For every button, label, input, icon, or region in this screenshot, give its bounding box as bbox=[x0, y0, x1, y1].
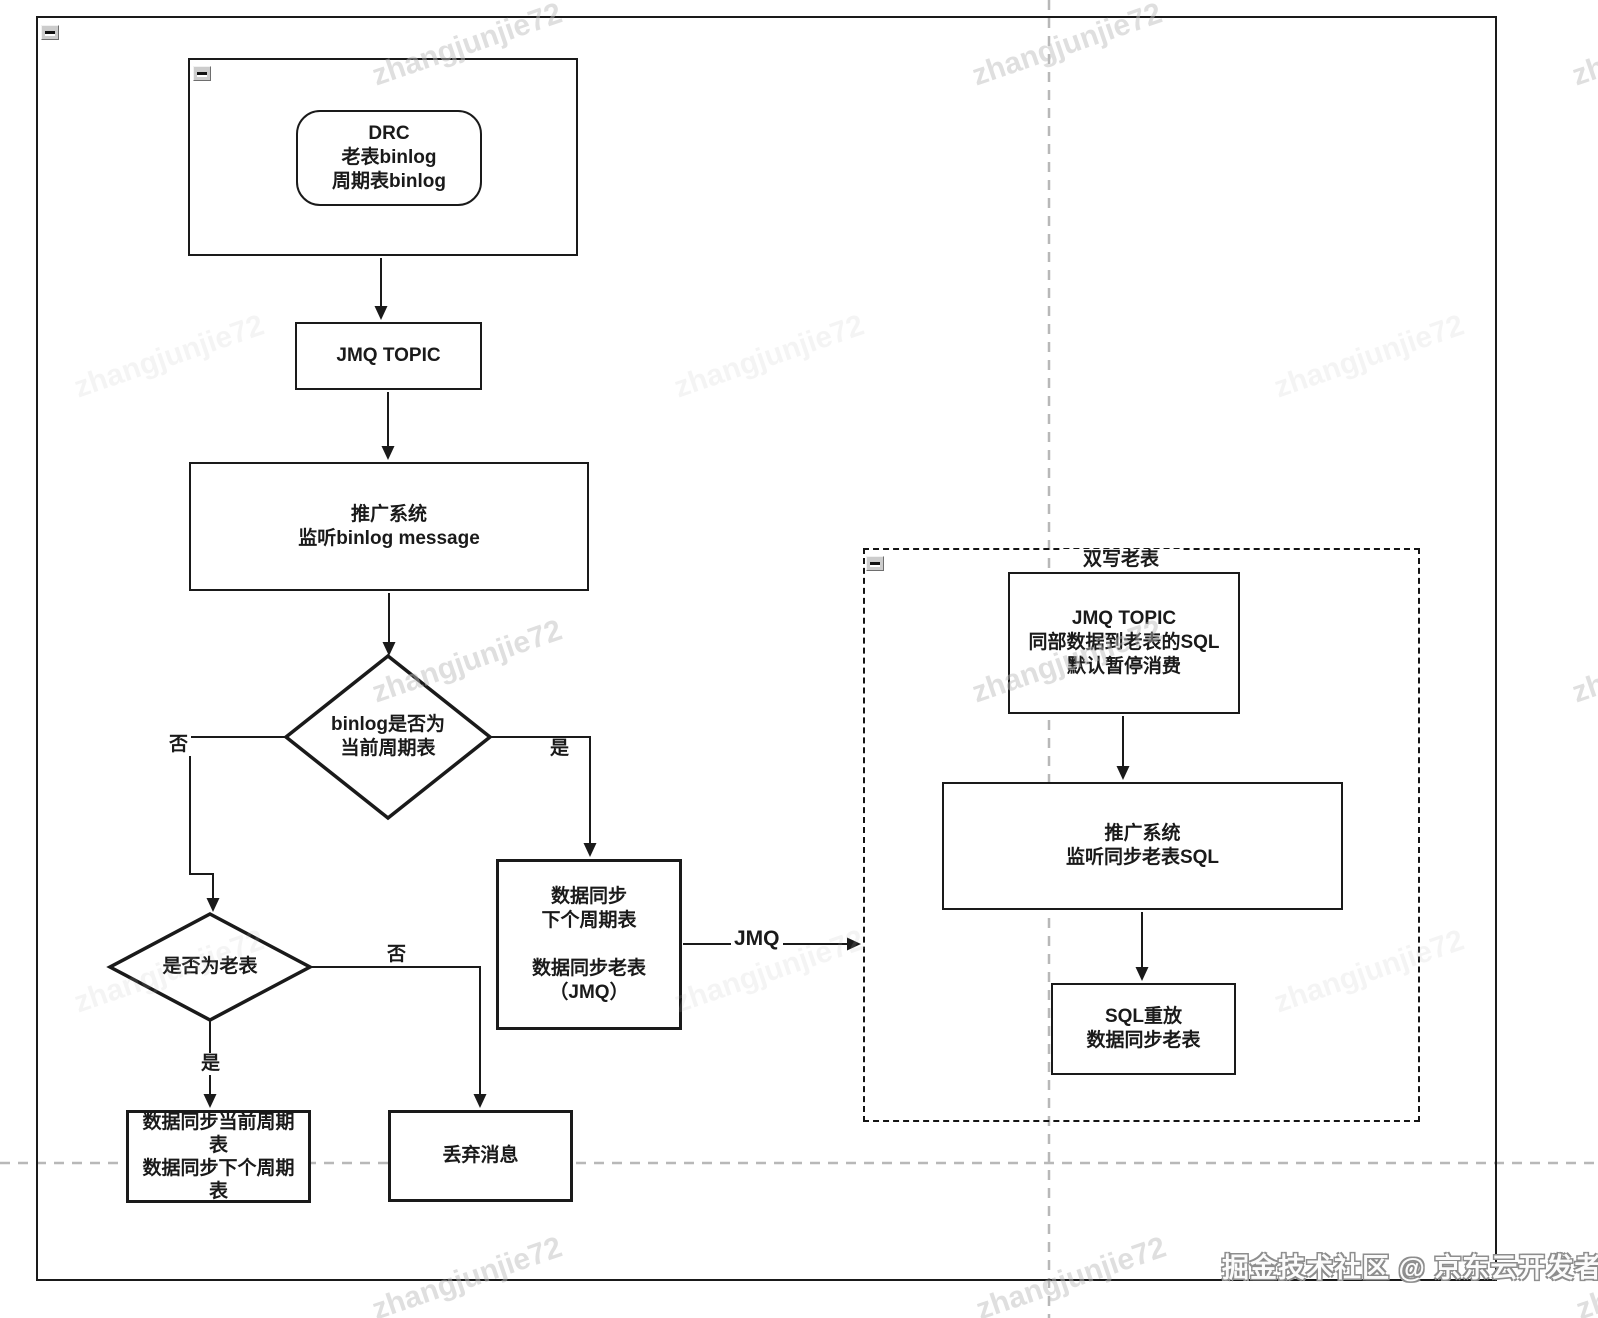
edge-label-no: 否 bbox=[166, 734, 192, 756]
node-text: JMQ TOPIC bbox=[336, 345, 441, 366]
edge-label-yes: 是 bbox=[547, 738, 573, 760]
decision-current-cycle-diamond bbox=[283, 653, 493, 821]
node-text: 数据同步 bbox=[550, 885, 627, 907]
drc-group-frame bbox=[188, 58, 578, 256]
decision-current-cycle-label: binlog是否为 当前周期表 bbox=[331, 714, 445, 759]
node-text: 推广系统 bbox=[1104, 823, 1181, 844]
node-text: 默认暂停消费 bbox=[1066, 656, 1181, 677]
node-text: 数据同步下个周期表 bbox=[142, 1157, 295, 1202]
decision-is-old-table-label: 是否为老表 bbox=[162, 956, 258, 977]
node-discard-message: 丢弃消息 bbox=[388, 1110, 573, 1202]
node-text: 数据同步当前周期表 bbox=[142, 1111, 295, 1156]
node-text: 周期表binlog bbox=[332, 171, 446, 192]
node-sync-current-cycle: 数据同步当前周期表 数据同步下个周期表 bbox=[126, 1110, 311, 1203]
edge-decision-no bbox=[189, 736, 286, 899]
node-text: 监听binlog message bbox=[298, 527, 480, 549]
node-drc-source: DRC 老表binlog 周期表binlog bbox=[296, 110, 482, 206]
node-text: 数据同步老表 bbox=[1086, 1030, 1201, 1051]
node-jmq-topic: JMQ TOPIC bbox=[295, 322, 482, 390]
node-text: 老表binlog bbox=[341, 147, 437, 168]
node-sql-replay: SQL重放 数据同步老表 bbox=[1051, 983, 1236, 1075]
edge-label-jmq: JMQ bbox=[731, 928, 783, 950]
node-text: SQL重放 bbox=[1104, 1006, 1183, 1027]
collapse-icon[interactable] bbox=[866, 556, 884, 571]
decision-is-old-table-diamond bbox=[106, 912, 314, 1022]
node-text: 下个周期表 bbox=[541, 909, 637, 931]
arrowheads bbox=[203, 306, 1149, 1108]
node-text: 同部数据到老表的SQL bbox=[1028, 632, 1220, 653]
node-text: DRC bbox=[368, 123, 410, 144]
node-text: （JMQ） bbox=[549, 981, 629, 1003]
attribution-text: 掘金技术社区 @ 京东云开发者 bbox=[1222, 1253, 1598, 1283]
node-text: 数据同步老表 bbox=[531, 957, 646, 979]
node-promo-binlog-listener: 推广系统 监听binlog message bbox=[189, 462, 589, 591]
outer-group-frame bbox=[36, 16, 1497, 1281]
node-promo-sql-listener: 推广系统 监听同步老表SQL bbox=[942, 782, 1343, 910]
node-text: 丢弃消息 bbox=[442, 1145, 519, 1166]
edge-decision-yes bbox=[490, 736, 591, 844]
node-text: 推广系统 bbox=[350, 503, 427, 525]
node-text: JMQ TOPIC bbox=[1071, 608, 1177, 629]
node-jmq-topic-old-table: JMQ TOPIC 同部数据到老表的SQL 默认暂停消费 bbox=[1008, 572, 1240, 714]
node-text: 监听同步老表SQL bbox=[1065, 847, 1220, 868]
collapse-icon[interactable] bbox=[193, 66, 211, 81]
collapse-icon[interactable] bbox=[41, 25, 59, 40]
node-sync-next-cycle: 数据同步 下个周期表 数据同步老表 （JMQ） bbox=[496, 859, 682, 1030]
edge-oldtable-no bbox=[310, 966, 481, 1095]
dual-write-group-title: 双写老表 bbox=[1061, 549, 1181, 571]
edge-label-yes: 是 bbox=[198, 1053, 224, 1075]
edge-label-no: 否 bbox=[384, 944, 410, 966]
